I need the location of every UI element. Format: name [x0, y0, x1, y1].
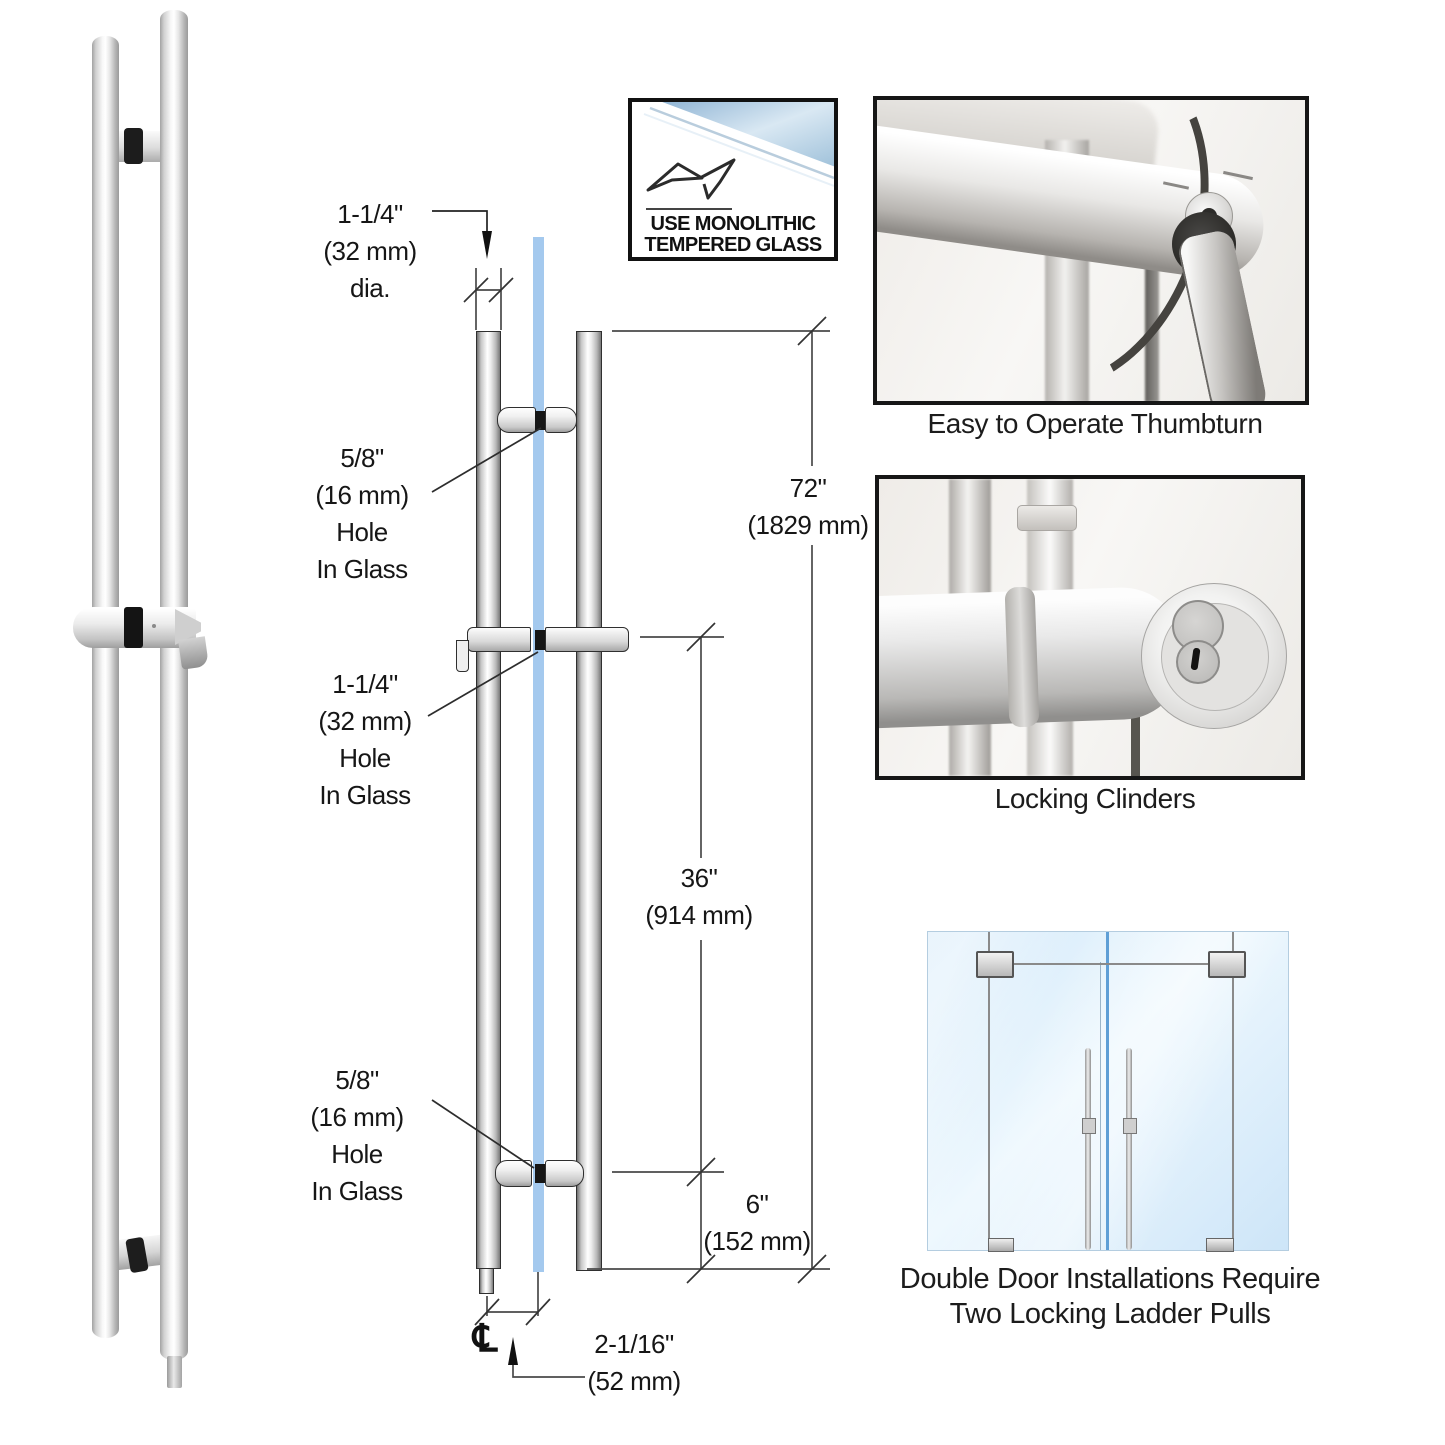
thumbturn-lever	[1175, 228, 1271, 401]
bottom-patch-fitting-left	[988, 1238, 1014, 1252]
lock-screw-dot	[152, 624, 156, 628]
drawing-lock-bolt	[479, 1268, 494, 1294]
cylinders-section: Locking Clinders	[860, 475, 1330, 830]
thumbturn-section: Easy to Operate Thumbturn	[860, 96, 1330, 456]
lock-cylinder-tab	[456, 640, 469, 672]
bottom-patch-fitting-right	[1206, 1238, 1234, 1252]
lock-connector	[535, 630, 545, 650]
glass-logo-icon	[646, 158, 736, 200]
lock-band-right	[545, 627, 629, 652]
cylinder-face	[1141, 583, 1287, 729]
double-door-section: Double Door Installations Require Two Lo…	[890, 930, 1330, 1345]
glass-clamp-fitting	[1017, 505, 1077, 531]
cylinder-collar	[1004, 586, 1040, 728]
lock-glass-spacer	[124, 607, 143, 648]
cylinders-caption: Locking Clinders	[994, 783, 1196, 814]
left-sidelite-joint	[988, 932, 990, 1250]
throw-dimension-label: 2-1/16"(52 mm)	[587, 1329, 681, 1396]
down-arrow-icon	[482, 231, 492, 259]
back-grip-tube	[160, 10, 188, 1360]
center-door-gap	[1106, 932, 1109, 1250]
storefront-glass	[927, 931, 1289, 1252]
lock-bolt-pin	[167, 1356, 182, 1388]
top-patch-fitting-right	[1208, 951, 1246, 978]
lower-standoff-connector	[535, 1164, 545, 1183]
thumbturn-caption: Easy to Operate Thumbturn	[927, 408, 1263, 439]
upper-standoff-right	[545, 407, 577, 433]
badge-line2: TEMPERED GLASS	[644, 234, 822, 256]
product-photo	[60, 0, 310, 1400]
door-stile-line	[1100, 962, 1101, 1250]
upper-standoff-connector	[535, 411, 545, 430]
doors-caption-line2: Two Locking Ladder Pulls	[949, 1298, 1271, 1330]
right-sidelite-joint	[1232, 932, 1234, 1250]
dimension-lines	[427, 210, 830, 1378]
lower-standoff-left	[495, 1160, 532, 1187]
height-dimension-label: 72"(1829 mm)	[747, 473, 869, 540]
glass-panel-edge	[533, 237, 544, 1272]
front-grip-tube	[92, 36, 119, 1338]
drawing-back-tube	[576, 331, 602, 1271]
drawing-front-tube	[476, 331, 501, 1269]
up-arrow-icon	[508, 1337, 518, 1365]
lower-standoff-right	[545, 1160, 584, 1187]
tempered-glass-badge: USE MONOLITHIC TEMPERED GLASS	[628, 98, 838, 261]
ladder-pull-left	[1085, 1048, 1091, 1250]
ladder-pull-right	[1126, 1048, 1132, 1250]
thumbturn-flap	[178, 636, 209, 670]
glass-edge-strip	[1145, 250, 1159, 401]
doors-caption-line1: Double Door Installations Require	[899, 1263, 1321, 1295]
cylinders-photo	[875, 475, 1305, 780]
pull-clamp-left	[1082, 1118, 1096, 1134]
center-dimension-label: 36"(914 mm)	[645, 863, 753, 930]
badge-rule	[646, 208, 732, 210]
pull-clamp-right	[1123, 1118, 1137, 1134]
top-patch-fitting-left	[976, 951, 1014, 978]
thumbturn-photo	[873, 96, 1309, 405]
upper-glass-spacer	[124, 128, 143, 164]
bottom-dimension-label: 6"(152 mm)	[703, 1189, 811, 1256]
glass-sheet-icon	[643, 102, 834, 187]
lock-band-left	[467, 627, 531, 652]
diameter-label: 1-1/4"(32 mm)dia.	[323, 199, 417, 303]
badge-line1: USE MONOLITHIC	[650, 213, 817, 235]
transom-line	[990, 963, 1232, 965]
centerline-symbol: ℄	[473, 1318, 498, 1360]
